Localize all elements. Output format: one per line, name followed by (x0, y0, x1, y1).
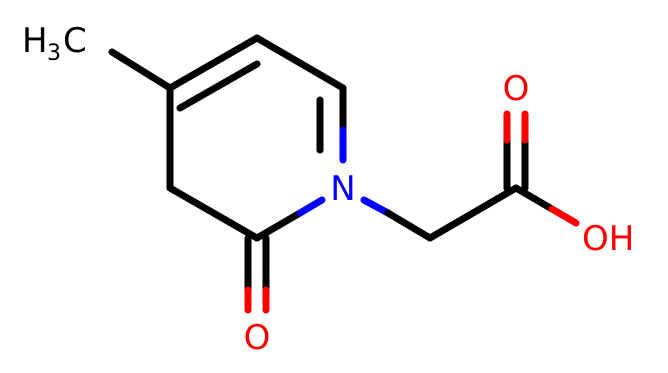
bond-c3-c2 (166, 184, 261, 242)
bond-n-ch2-blue (360, 196, 392, 217)
acid-oxygen-label: O (503, 69, 530, 109)
bond-n-ch2 (384, 209, 434, 242)
bond-c4-c5-inner (176, 60, 261, 112)
hydroxyl-label: OH (582, 219, 634, 259)
bonds (108, 34, 580, 314)
methyl-h-label: H (22, 21, 48, 61)
bond-methyl-c4 (108, 48, 174, 92)
bond-c4-c5 (166, 34, 261, 92)
bond-c5-c6 (253, 34, 347, 92)
bond-cacid-oh-red (548, 205, 580, 227)
bond-ch2-cacid (426, 184, 520, 242)
bond-c2-n (253, 209, 304, 242)
nitrogen-label: N (330, 169, 355, 209)
bond-c2-n-blue (296, 196, 326, 217)
methyl-c-label: C (63, 21, 87, 61)
bond-cacid-oh (512, 184, 556, 213)
carbonyl-oxygen-label: O (244, 318, 271, 358)
methyl-subscript: 3 (47, 41, 61, 66)
